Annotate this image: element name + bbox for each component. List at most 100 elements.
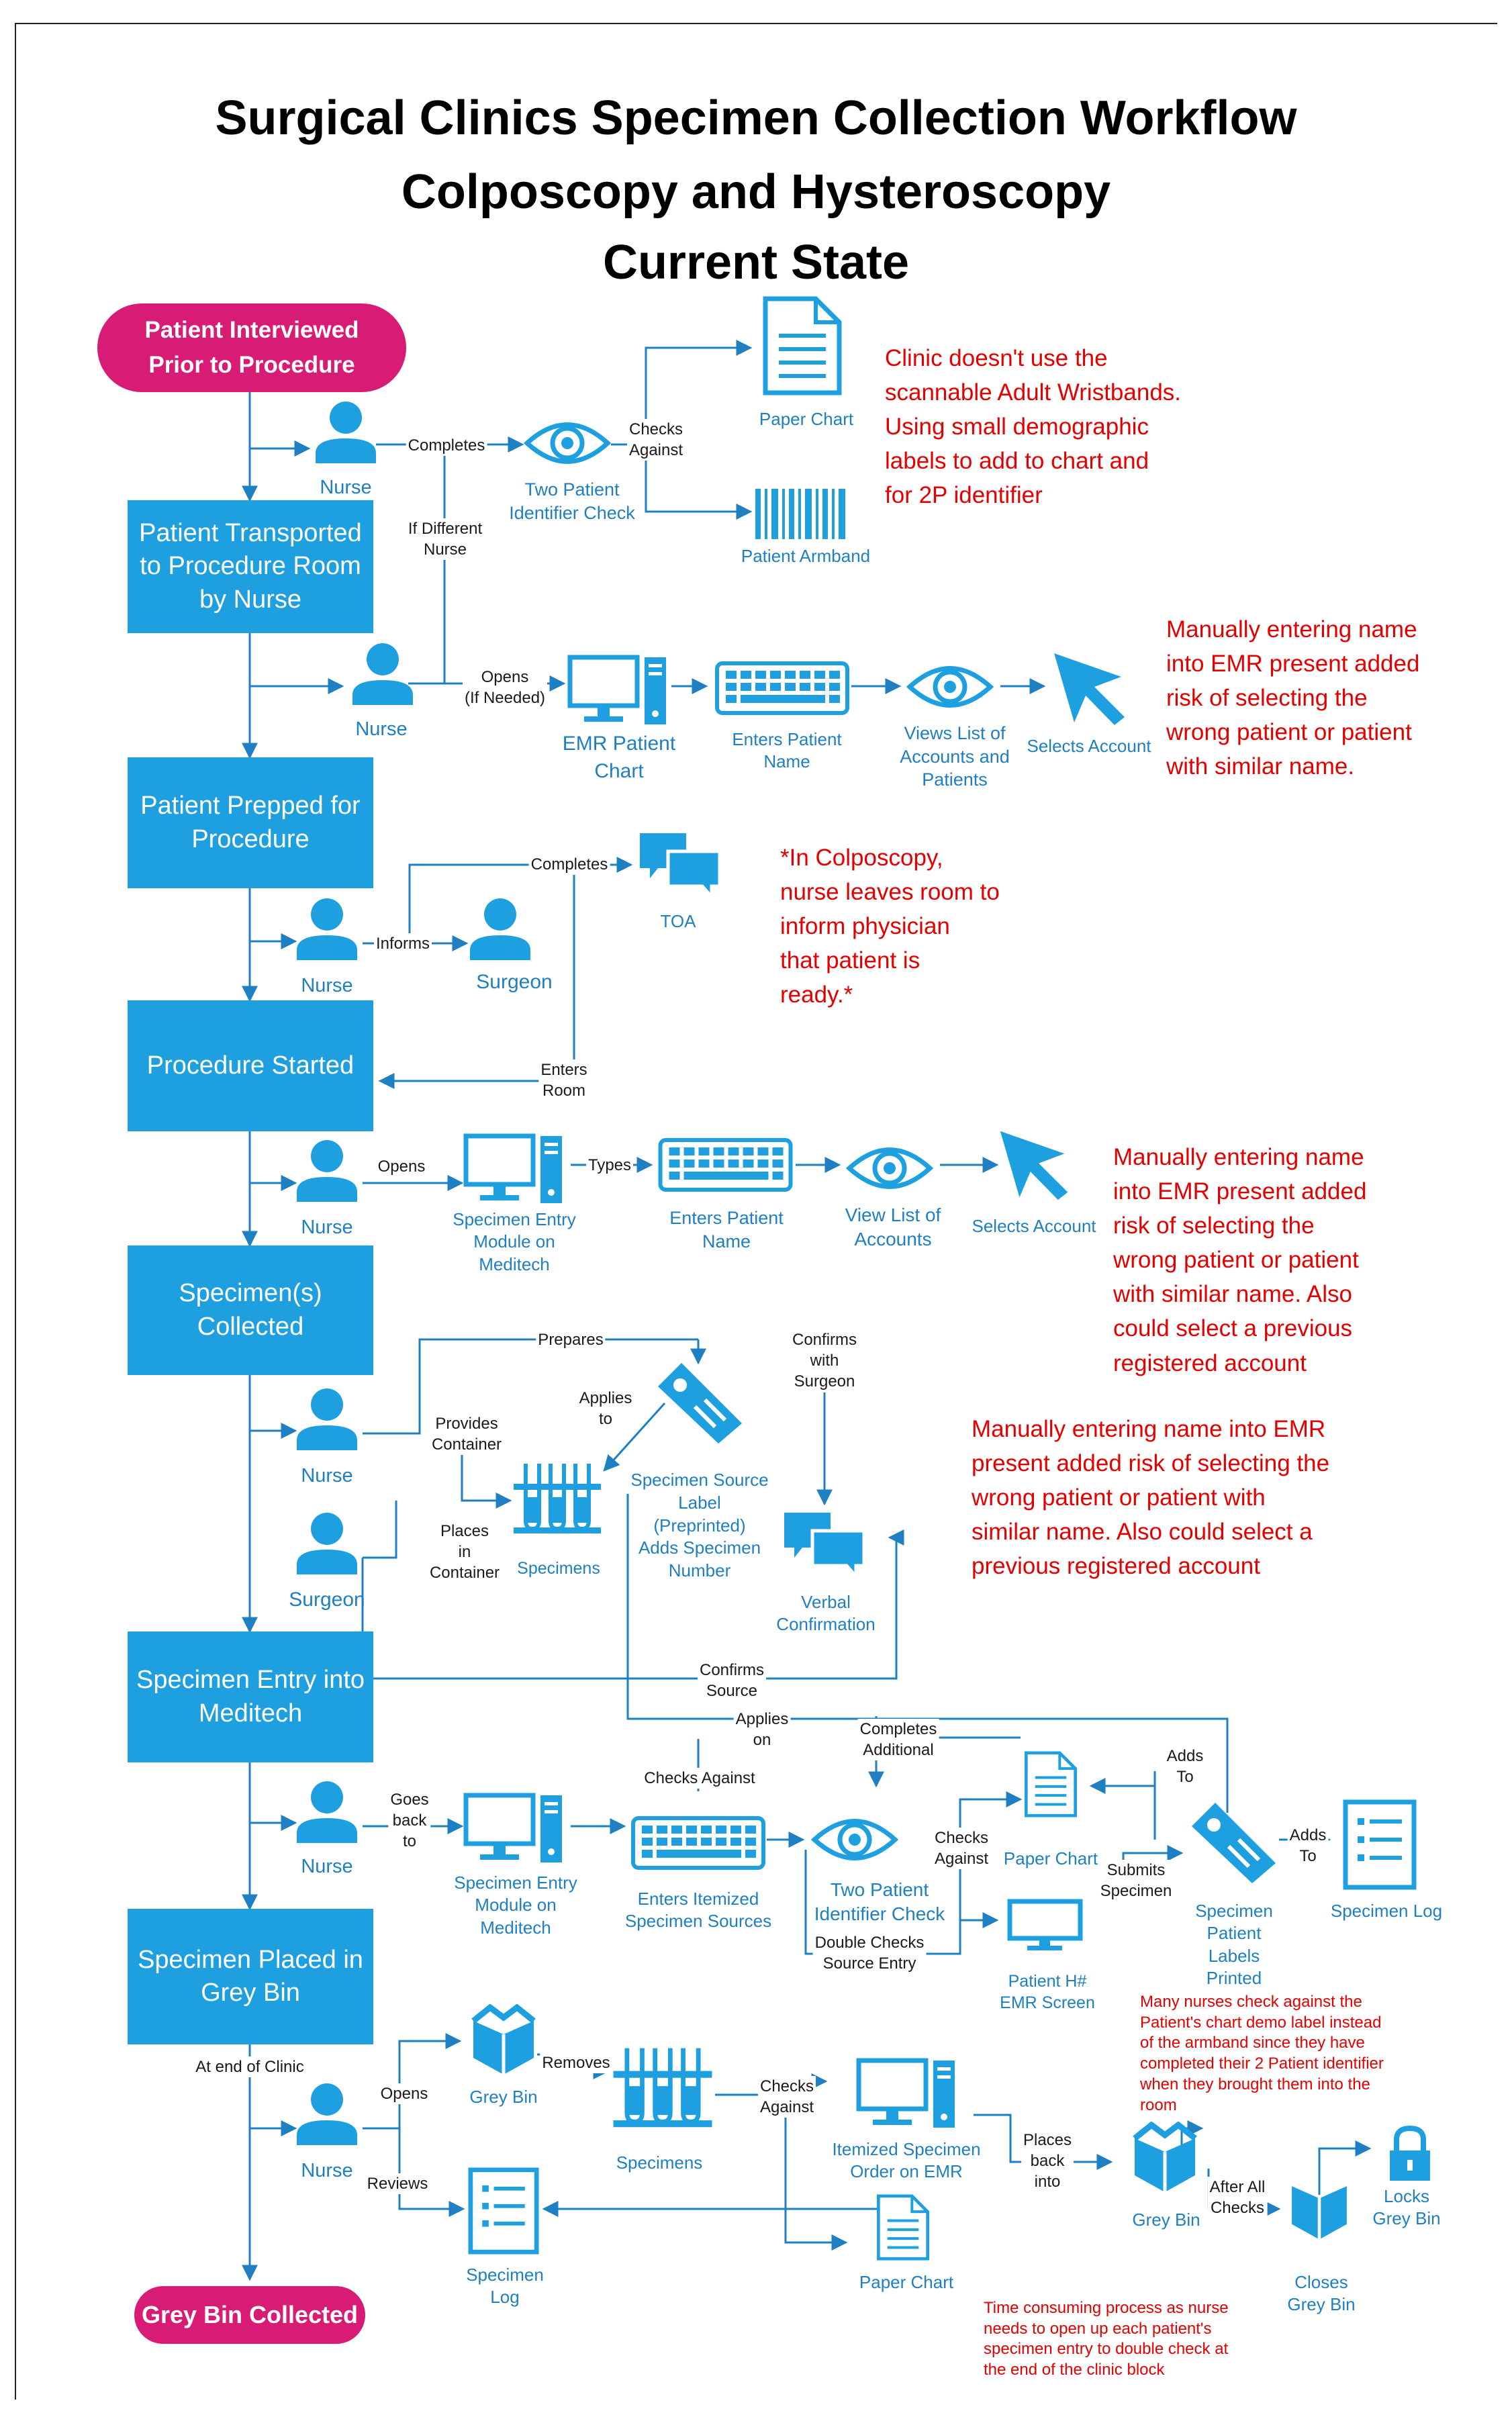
cursor-icon	[1054, 653, 1125, 725]
actor-nurse: Nurse	[355, 718, 408, 740]
actor-surgeon: Surgeon	[476, 971, 553, 993]
edge-adds-to: Adds To	[1287, 1825, 1329, 1867]
views-list-label: Views List of Accounts and Patients	[900, 723, 1010, 790]
enters-patient-name-label: Enters Patient Name	[669, 1208, 784, 1251]
box-closed-icon	[1291, 2183, 1348, 2240]
title-line-3: Current State	[602, 236, 910, 289]
box-icon	[1133, 2122, 1197, 2192]
edge-completes-additional: Completes Additional	[857, 1719, 939, 1761]
note-wristbands: Clinic doesn't use the scannable Adult W…	[885, 345, 1182, 509]
chat-icon	[640, 833, 722, 898]
enters-itemized-sources-label: Enters Itemized Specimen Sources	[624, 1889, 772, 1932]
selects-account-label: Selects Account	[1027, 736, 1151, 756]
specimen-labels-printed-label: Specimen Patient Labels Printed	[1195, 1901, 1273, 1988]
person-icon	[297, 1513, 357, 1574]
actor-nurse: Nurse	[301, 1217, 353, 1238]
person-icon	[297, 898, 357, 960]
edge-goes-back-to: Goes back to	[388, 1789, 431, 1852]
step-prepped: Patient Prepped for Procedure	[128, 757, 373, 888]
title-line-2: Colposcopy and Hysteroscopy	[401, 165, 1111, 219]
person-icon	[297, 1140, 357, 1202]
edge-adds-to: Adds To	[1164, 1746, 1206, 1788]
note-time-consuming: Time consuming process as nurse needs to…	[984, 2299, 1229, 2379]
edge-places-in-container: Places in Container	[427, 1521, 502, 1584]
edge-checks-against: Checks Against	[642, 1768, 757, 1789]
computer-icon	[463, 1133, 562, 1203]
computer-icon	[856, 2058, 955, 2128]
person-icon	[297, 2083, 357, 2145]
monitor-icon	[1007, 1899, 1083, 1950]
note-manual-entry-3: Manually entering name into EMR present …	[972, 1416, 1330, 1580]
eye-icon	[846, 1147, 933, 1189]
person-icon	[297, 1388, 357, 1450]
document-icon	[877, 2194, 929, 2261]
patient-armband-label: Patient Armband	[741, 546, 871, 566]
log-icon	[468, 2167, 539, 2255]
actor-nurse: Nurse	[301, 1856, 353, 1877]
view-list-label: View List of Accounts	[845, 1204, 941, 1249]
diagram-frame	[15, 23, 1497, 2400]
specimen-source-label: Specimen Source Label (Preprinted) Adds …	[630, 1470, 769, 1581]
step-transported: Patient Transported to Procedure Room by…	[128, 500, 373, 633]
actor-nurse: Nurse	[301, 975, 353, 996]
edge-confirms-source: Confirms Source	[697, 1660, 767, 1702]
edge-places-back-into: Places back into	[1021, 2130, 1074, 2193]
step-collected: Specimen(s) Collected	[128, 1245, 373, 1375]
itemized-order-label: Itemized Specimen Order on EMR	[832, 2139, 981, 2182]
person-icon	[297, 1781, 357, 1843]
eye-icon	[811, 1819, 898, 1860]
note-manual-entry-1: Manually entering name into EMR present …	[1166, 616, 1420, 780]
edge-checks-against: Checks Against	[626, 419, 686, 461]
edge-at-end-of-clinic: At end of Clinic	[193, 2057, 306, 2078]
person-icon	[316, 401, 376, 463]
edge-confirms-with-surgeon: Confirms with Surgeon	[790, 1329, 859, 1392]
actor-surgeon: Surgeon	[289, 1589, 365, 1611]
grey-bin-label: Grey Bin	[1132, 2210, 1200, 2230]
step-entry: Specimen Entry into Meditech	[128, 1632, 373, 1762]
chat-icon	[784, 1513, 866, 1578]
closes-grey-bin-label: Closes Grey Bin	[1287, 2272, 1356, 2315]
edge-opens-if-needed: Opens (If Needed)	[462, 667, 548, 709]
eye-icon	[906, 666, 994, 708]
tag-icon	[1192, 1803, 1276, 1883]
two-patient-identifier-label: Two Patient Identifier Check	[509, 479, 635, 523]
cursor-icon	[1000, 1131, 1068, 1200]
note-manual-entry-2: Manually entering name into EMR present …	[1113, 1144, 1367, 1376]
title-line-1: Surgical Clinics Specimen Collection Wor…	[215, 91, 1297, 145]
enters-patient-name-label: Enters Patient Name	[732, 729, 842, 772]
paper-chart-label: Paper Chart	[1003, 1848, 1098, 1869]
lock-icon	[1390, 2125, 1430, 2181]
edge-submits-specimen: Submits Specimen	[1098, 1860, 1174, 1902]
edge-opens: Opens	[378, 2083, 430, 2105]
specimen-entry-module-label: Specimen Entry Module on Meditech	[454, 1873, 577, 1938]
step-started: Procedure Started	[128, 1000, 373, 1131]
edge-provides-container: Provides Container	[429, 1413, 504, 1456]
eye-icon	[524, 422, 611, 464]
edge-enters-room: Enters Room	[538, 1059, 589, 1102]
person-icon	[470, 898, 530, 960]
keyboard-icon	[658, 1138, 793, 1192]
patient-h-number-label: Patient H# EMR Screen	[1000, 1972, 1095, 2012]
test-tubes-icon	[613, 2048, 712, 2128]
step-placed: Specimen Placed in Grey Bin	[128, 1909, 373, 2044]
edge-opens: Opens	[375, 1156, 428, 1178]
edge-reviews: Reviews	[365, 2173, 430, 2195]
keyboard-icon	[631, 1816, 765, 1870]
edge-applies-on: Applies on	[733, 1709, 791, 1751]
specimen-entry-module-label: Specimen Entry Module on Meditech	[453, 1209, 576, 1274]
document-icon	[763, 296, 842, 395]
paper-chart-label: Paper Chart	[759, 409, 854, 429]
specimen-log-label: Specimen Log	[466, 2265, 544, 2308]
edge-if-different-nurse: If Different Nurse	[406, 518, 485, 561]
document-icon	[1025, 1751, 1077, 1817]
note-demo-label: Many nurses check against the Patient's …	[1140, 1993, 1384, 2114]
edge-types: Types	[585, 1155, 634, 1176]
selects-account-label: Selects Account	[972, 1216, 1096, 1236]
toa-label: TOA	[660, 911, 696, 931]
edge-checks-against: Checks Against	[757, 2076, 816, 2118]
actor-nurse: Nurse	[320, 477, 372, 498]
edge-prepares: Prepares	[536, 1329, 606, 1351]
edge-completes: Completes	[528, 854, 610, 876]
specimens-label: Specimens	[616, 2153, 703, 2173]
